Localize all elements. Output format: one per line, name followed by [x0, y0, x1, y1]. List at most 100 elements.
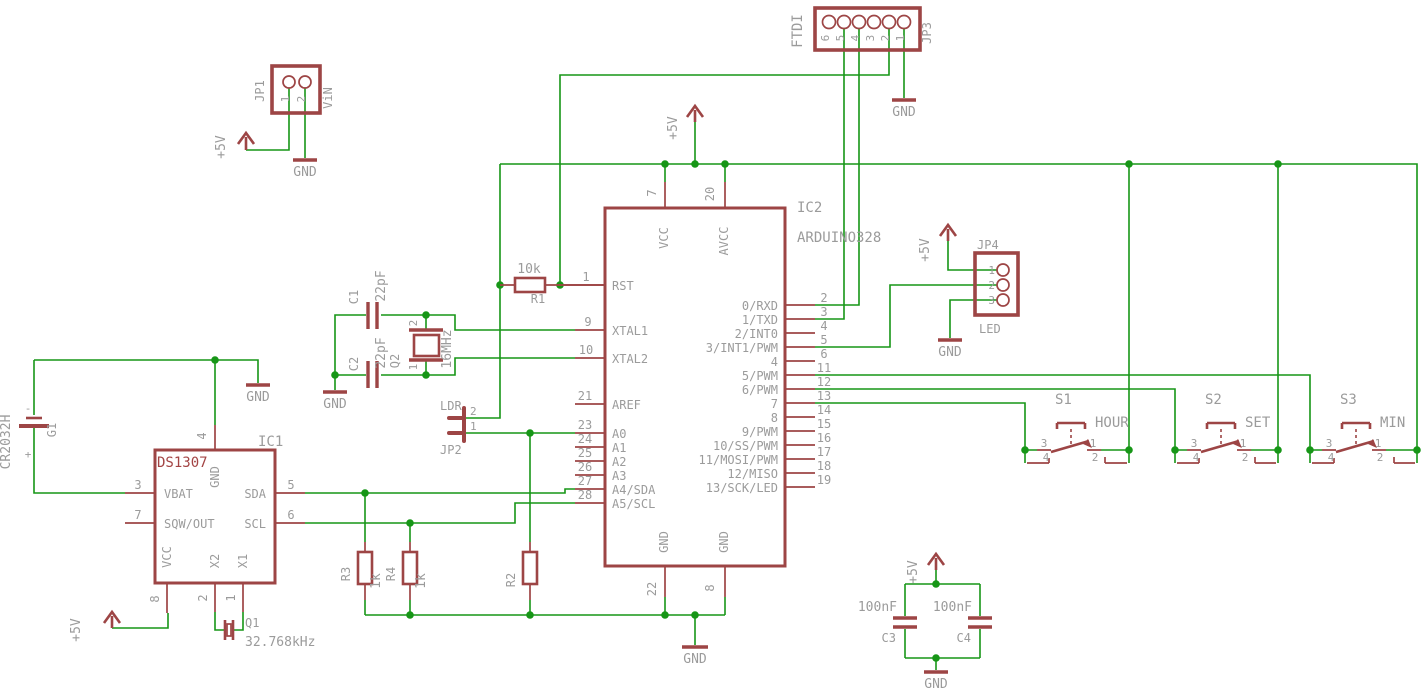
c1-value: 22pF — [374, 270, 389, 301]
s3-p4: 4 — [1328, 451, 1335, 464]
s1-p3: 3 — [1041, 437, 1048, 450]
jp3-pin-1: 1 — [894, 35, 907, 42]
gnd-symbol-battery: GND — [246, 383, 270, 405]
ic2-pn25: 25 — [578, 446, 592, 460]
s3-value: MIN — [1380, 415, 1405, 431]
ic2-rpn5: 5 — [820, 333, 827, 347]
r4-value: 1k — [414, 573, 429, 589]
s2-p2: 2 — [1242, 451, 1249, 464]
jp3-pin-6: 6 — [819, 35, 832, 42]
jp2-pin2: 2 — [470, 405, 477, 418]
q2-pin1: 1 — [407, 364, 420, 371]
ic2-int0: 2/INT0 — [735, 327, 778, 341]
ic2-rpn6: 6 — [820, 347, 827, 361]
ic2-rpn18: 18 — [817, 459, 831, 473]
ic2-rpn4: 4 — [820, 319, 827, 333]
ic2-d7: 7 — [771, 397, 778, 411]
switch-s3-min: S3 MIN 3 1 4 2 — [1312, 392, 1415, 464]
s3-ref: S3 — [1340, 392, 1357, 408]
q2-value: 16MHz — [440, 329, 455, 368]
ic2-txd: 1/TXD — [742, 313, 778, 327]
ic1-pin7: 7 — [134, 508, 141, 522]
jp3-pin-2: 2 — [879, 35, 892, 42]
ic2-rpn14: 14 — [817, 403, 831, 417]
gnd-symbol-jp3: GND — [892, 98, 916, 120]
s1-value: HOUR — [1095, 415, 1129, 431]
ic2-d5: 5/PWM — [742, 369, 778, 383]
ic2-rpn15: 15 — [817, 417, 831, 431]
r3-value: 1k — [369, 573, 384, 589]
r1-value: 10k — [517, 262, 541, 277]
jp3-ref: JP3 — [920, 22, 934, 44]
ic2-pin20: 20 — [703, 187, 717, 201]
s2-value: SET — [1245, 415, 1271, 431]
s1-ref: S1 — [1055, 392, 1072, 408]
ic1-vcc: VCC — [160, 546, 174, 568]
ic2-rst: RST — [612, 279, 634, 293]
capacitor-c3: 100nF C3 — [858, 600, 917, 645]
s3-p3: 3 — [1326, 437, 1333, 450]
c2-value: 22pF — [374, 337, 389, 368]
q1-value: 32.768kHz — [245, 635, 315, 650]
ic1-ref: IC1 — [258, 434, 283, 450]
jp1-value: ViN — [321, 87, 335, 109]
jp3-value: FTDI — [790, 14, 806, 48]
p5v-symbol-jp1: +5V — [214, 130, 256, 159]
battery-g1: - + G1 CR2032H — [0, 402, 59, 469]
ic2-pn23: 23 — [578, 418, 592, 432]
g1-minus: - — [25, 402, 32, 415]
gnd-symbol-caps: GND — [924, 670, 948, 692]
gnd-symbol-jp4: GND — [938, 338, 962, 360]
r1-ref: R1 — [531, 292, 545, 306]
p5v-symbol-jp4: +5V — [918, 222, 958, 262]
gnd-symbol-xtal: GND — [323, 390, 347, 412]
ic2-d6: 6/PWM — [742, 383, 778, 397]
gnd-label: GND — [246, 390, 270, 405]
ic2-pn1: 1 — [582, 270, 589, 284]
ic1-sda: SDA — [244, 487, 266, 501]
resistor-r4: R4 1k — [384, 542, 429, 600]
ic2-rpn12: 12 — [817, 375, 831, 389]
ic2-a3: A3 — [612, 469, 626, 483]
power-symbols: +5V +5V +5V +5V +5V GND GND GND GND GND … — [69, 98, 962, 692]
ic2-xtal2: XTAL2 — [612, 352, 648, 366]
ic2-d13: 13/SCK/LED — [706, 481, 778, 495]
ic1-scl: SCL — [244, 517, 266, 531]
ic2-a5scl: A5/SCL — [612, 497, 655, 511]
s3-p1: 1 — [1375, 437, 1382, 450]
ic2-d8: 8 — [771, 411, 778, 425]
c3-ref: C3 — [882, 631, 896, 645]
ic2-a2: A2 — [612, 455, 626, 469]
ic1-pin8: 8 — [148, 595, 162, 602]
ic2-pn24: 24 — [578, 432, 592, 446]
g1-ref: G1 — [45, 423, 59, 437]
c4-value: 100nF — [933, 600, 972, 615]
s1-p2: 2 — [1092, 451, 1099, 464]
r4-ref: R4 — [384, 567, 398, 581]
capacitor-c4: 100nF C4 — [933, 600, 992, 645]
switch-s2-set: S2 SET 3 1 4 2 — [1177, 392, 1276, 464]
ic2-aref: AREF — [612, 398, 641, 412]
jp3-pin-5: 5 — [834, 35, 847, 42]
ic1-ds1307: IC1 DS1307 VBAT SQW/OUT SDA SCL GND VCC … — [125, 425, 305, 613]
ic2-rxd: 0/RXD — [742, 299, 778, 313]
crystal-q1: Q1 32.768kHz — [223, 616, 315, 650]
connector-jp1-vin: JP1 ViN 1 2 — [253, 64, 335, 115]
g1-plus: + — [25, 448, 32, 461]
resistor-r2: R2 — [504, 542, 539, 600]
resistor-r3: R3 1k — [339, 542, 384, 600]
jp2-ref: JP2 — [440, 443, 462, 457]
p5v-symbol-ic1: +5V — [69, 609, 122, 642]
r3-ref: R3 — [339, 567, 353, 581]
ic1-pin6: 6 — [287, 508, 294, 522]
gnd-label: GND — [293, 165, 317, 180]
jp1-pin2: 2 — [295, 96, 308, 103]
ic2-pn26: 26 — [578, 460, 592, 474]
s1-p4: 4 — [1043, 451, 1050, 464]
ic2-rpn16: 16 — [817, 431, 831, 445]
jp4-pin-3: 3 — [988, 294, 995, 307]
ic2-ref: IC2 — [797, 200, 822, 216]
ic2-avcc: AVCC — [717, 227, 731, 256]
